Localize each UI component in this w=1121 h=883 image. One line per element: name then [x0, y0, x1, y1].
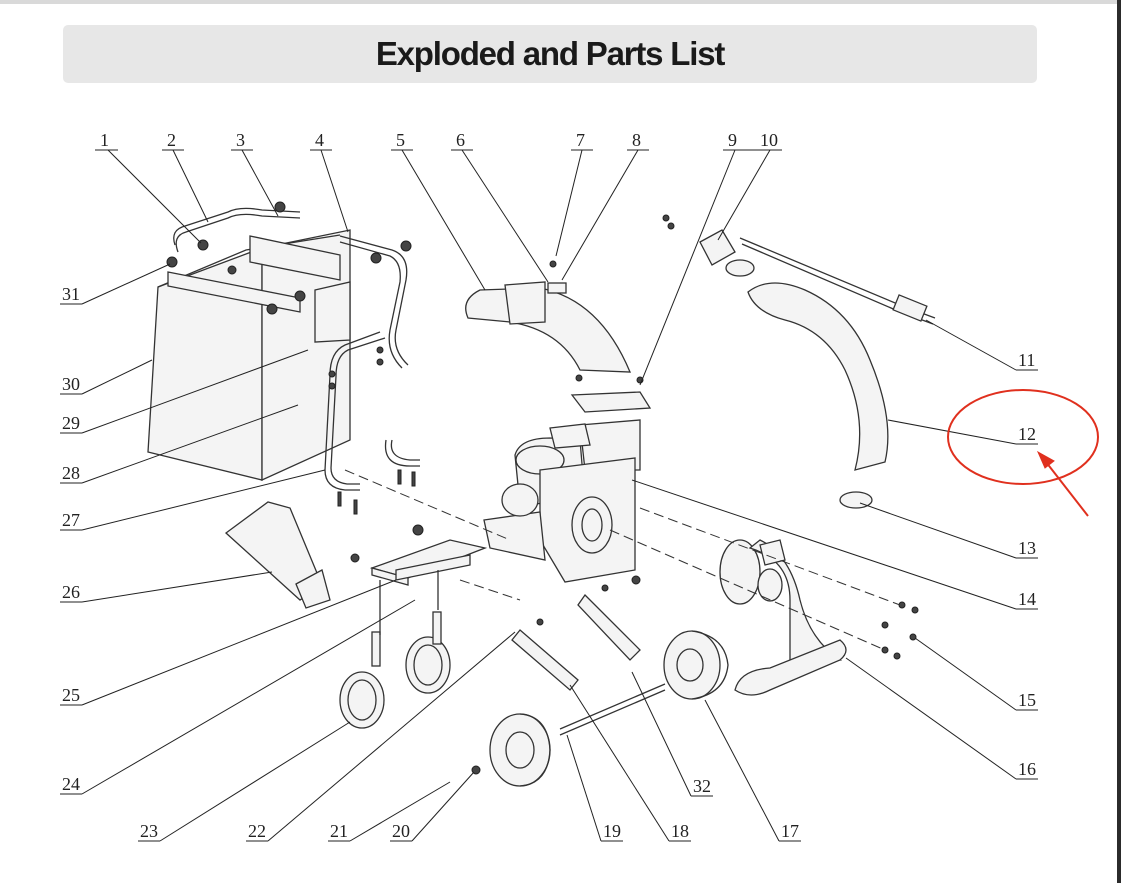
part-label-20: 20 [392, 821, 410, 841]
part-label-19: 19 [603, 821, 621, 841]
part-labels: 1 2 3 4 5 6 7 8 9 10 11 12 13 14 15 16 1… [62, 130, 1036, 841]
part-label-25: 25 [62, 685, 80, 705]
highlight-arrowhead [1036, 450, 1055, 469]
part-label-12: 12 [1018, 424, 1036, 444]
parts-drawing [147, 201, 936, 787]
scrollbar[interactable] [1117, 0, 1121, 883]
part-label-3: 3 [236, 130, 245, 150]
engine-housing [483, 391, 652, 583]
part-label-4: 4 [315, 130, 324, 150]
part-label-27: 27 [62, 510, 80, 530]
assembly-guides [344, 469, 901, 651]
part-label-15: 15 [1018, 690, 1036, 710]
title-banner: Exploded and Parts List [63, 25, 1037, 83]
part-label-14: 14 [1018, 589, 1036, 609]
wheel-bracket [369, 539, 488, 635]
part-label-22: 22 [248, 821, 266, 841]
part-label-26: 26 [62, 582, 80, 602]
main-wheels [489, 630, 729, 787]
part-label-7: 7 [576, 130, 585, 150]
scroll-outlet [719, 539, 847, 696]
lower-frame-tube [324, 331, 420, 515]
leader-lines [60, 149, 1038, 842]
collection-bag [147, 229, 351, 482]
page-title: Exploded and Parts List [375, 35, 726, 72]
intake-hose [699, 229, 936, 509]
wheel-arms [511, 593, 641, 691]
fasteners [328, 214, 919, 775]
deflector [224, 501, 331, 609]
part-label-13: 13 [1018, 538, 1036, 558]
highlight-circle [947, 389, 1099, 485]
part-label-16: 16 [1018, 759, 1036, 779]
part-label-1: 1 [100, 130, 109, 150]
highlight-annotation [947, 389, 1099, 517]
part-label-8: 8 [632, 130, 641, 150]
part-label-30: 30 [62, 374, 80, 394]
part-label-6: 6 [456, 130, 465, 150]
part-label-24: 24 [62, 774, 80, 794]
caster-wheels [339, 611, 451, 729]
part-label-29: 29 [62, 413, 80, 433]
part-label-31: 31 [62, 284, 80, 304]
part-label-18: 18 [671, 821, 689, 841]
part-label-5: 5 [396, 130, 405, 150]
part-label-23: 23 [140, 821, 158, 841]
part-label-2: 2 [167, 130, 176, 150]
part-label-28: 28 [62, 463, 80, 483]
part-label-10: 10 [760, 130, 778, 150]
highlight-arrow [1045, 461, 1089, 517]
part-label-11: 11 [1018, 350, 1035, 370]
window-top-border [0, 0, 1121, 4]
part-label-9: 9 [728, 130, 737, 150]
part-label-21: 21 [330, 821, 348, 841]
part-label-32: 32 [693, 776, 711, 796]
blower-chute [465, 281, 631, 373]
part-label-17: 17 [781, 821, 799, 841]
